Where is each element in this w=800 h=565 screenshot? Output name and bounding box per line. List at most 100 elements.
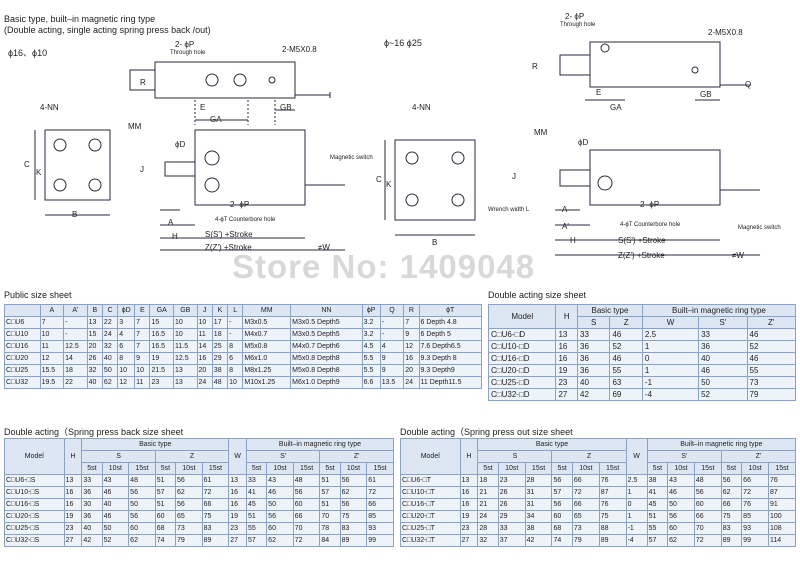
col-W: W [625,438,648,475]
col-H: H [63,438,83,475]
table-cell: 36 [81,486,103,499]
table-cell: 16 [403,352,420,365]
table-cell: C□U10-□S [4,486,65,499]
table-cell: 76 [741,498,770,511]
table-cell: 4 [117,328,136,341]
table-cell: 10 [227,376,244,389]
table-header-cell: Q [379,304,405,317]
table-cell: 56 [339,498,368,511]
table-cell: - [227,316,244,329]
table-cell: 13 [172,364,198,377]
technical-drawing [34,41,760,256]
table-cell: 2.5 [625,474,648,487]
col-S: S [477,450,553,463]
table-cell: M3x0.5 Depth5 [290,316,363,329]
table-cell: 14 [196,340,213,353]
table-cell: 63 [609,376,643,389]
table-cell: 60 [266,522,294,535]
table-header-cell: E [134,304,151,317]
table-header-cell: A' [63,304,88,317]
table-cell: 48 [211,376,229,389]
thread-hole [451,151,465,165]
table-cell: 16.5 [149,340,174,353]
table-cell: 52 [746,340,796,353]
table-cell: 13 [228,474,247,487]
cable [295,92,331,98]
dim-lines [384,140,475,236]
table-cell: 6.6 [361,376,381,389]
table-subheader-cell: Z' [746,316,796,329]
table-cell: 79 [746,388,796,401]
bolt-hole [204,150,220,166]
table-cell: - [379,316,405,329]
table-cell: 114 [768,534,796,547]
table-cell: 66 [201,498,230,511]
table-cell: 26 [86,352,103,365]
label-W: ≠W [318,243,330,252]
table-cell: 27 [459,534,479,547]
label-C-center: C [376,175,382,184]
table-cell: 46 [101,486,130,499]
table-cell: 46 [698,364,748,377]
table-cell: 60 [128,522,156,535]
table-cell: 17 [211,316,229,329]
col-S-prime: S' [245,450,321,463]
port-hole [691,66,699,74]
table-cell: 50 [698,376,748,389]
table-cell: -1 [625,522,648,535]
table-cell: 16 [228,498,247,511]
table-cell: 89 [598,534,627,547]
thread-hole [451,193,465,207]
table-cell: 19.5 [39,376,65,389]
table-cell: 72 [292,534,321,547]
public-sheet-title: Public size sheet [4,290,72,300]
table-subheader-cell: S [576,316,611,329]
col-builtin-type: Built–in magnetic ring type [646,438,797,451]
table-cell: 65 [571,510,600,523]
table-cell: 38 [211,364,229,377]
bore-large-label: ϕ~16 ϕ25 [384,38,422,48]
table-cell: 33 [497,522,526,535]
table-cell: 8 [227,364,244,377]
col-builtin-type: Built–in magnetic ring type [245,438,395,451]
thread-hole [405,151,419,165]
table-cell: 50 [266,498,294,511]
table-subheader-cell: W [641,316,700,329]
table-cell: 10 [196,316,213,329]
table-cell: 100 [768,510,796,523]
table-cell: 4.5 [361,340,381,353]
table-cell: 32 [86,364,103,377]
table-cell: 20 [196,364,213,377]
table-cell: 42 [524,534,553,547]
table-cell: 51 [154,498,177,511]
table-cell: 4 [379,340,405,353]
table-cell: C□U6-□T [400,474,461,487]
thread-hole [53,178,67,192]
table-cell: 12 [39,352,65,365]
table-cell: 56 [551,474,573,487]
table-cell: 68 [551,522,573,535]
label-C: C [24,160,30,169]
dim-lines [194,100,276,125]
table-cell: 29 [497,510,526,523]
table-cell: 62 [720,486,743,499]
table-cell: 57 [245,534,268,547]
table-cell: 23 [228,522,247,535]
table-header-cell: ϕP [361,304,381,317]
table-cell: 1 [641,340,700,353]
table-cell: 56 [266,510,294,523]
table-cell: 72 [741,486,770,499]
table-cell: 78 [319,522,341,535]
table-cell: 75 [598,510,627,523]
table-header-cell: NN [290,304,363,317]
col-stroke: 10st [101,462,130,475]
bolt-hole [597,175,613,191]
table-cell: 65 [175,510,203,523]
table-cell: 11 [196,328,213,341]
table-cell: 28 [477,522,499,535]
col-stroke: 5st [245,462,268,475]
